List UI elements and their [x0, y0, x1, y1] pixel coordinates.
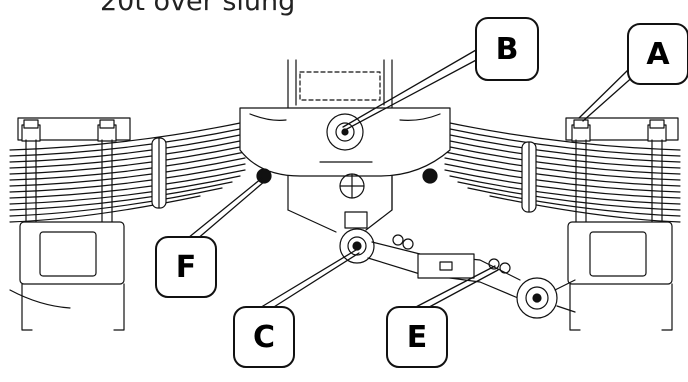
- torque-rod: [339, 211, 576, 319]
- leader-e: [411, 265, 499, 313]
- centre-hanger: [239, 59, 451, 233]
- right-leaf-spring: [444, 121, 681, 223]
- right-axle-clamp: [565, 117, 679, 331]
- leader-a: [578, 67, 637, 122]
- callout-label-a: A: [627, 23, 688, 85]
- callout-label-f: F: [155, 236, 217, 298]
- leader-lines: [187, 49, 637, 313]
- left-leaf-spring: [9, 121, 246, 223]
- leader-b: [342, 49, 481, 131]
- leader-c: [257, 249, 360, 313]
- callout-label-e: E: [386, 306, 448, 368]
- diagram-caption: 20t over slung: [100, 0, 296, 17]
- left-axle-clamp: [9, 117, 131, 331]
- callout-label-b: B: [475, 17, 539, 81]
- leader-f: [187, 177, 266, 241]
- callout-label-c: C: [233, 306, 295, 368]
